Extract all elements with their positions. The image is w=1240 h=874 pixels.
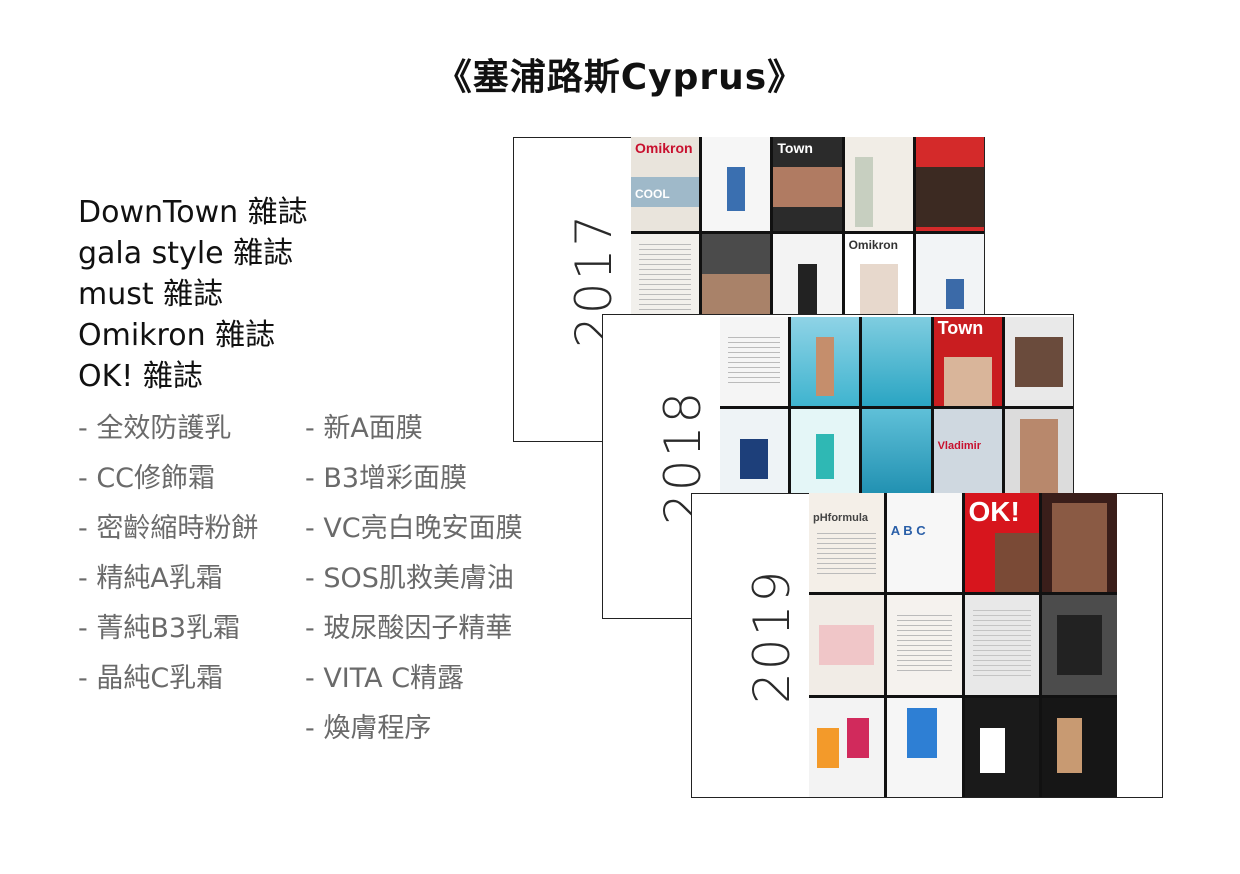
collage-2018: Town Vladimir [720, 317, 1073, 497]
panel-2017: 2017 Omikron COOL Town Omikron [513, 137, 985, 442]
product-item: - VITA C精露 [305, 663, 465, 694]
magazine-page [862, 408, 931, 497]
collage-2019: pHformula A B C OK! [809, 493, 1117, 797]
magazine-cover [702, 233, 771, 327]
collage-2017: Omikron COOL Town Omikron [631, 137, 984, 327]
product-photo [1042, 697, 1117, 797]
magazine-cover: Town [773, 137, 842, 231]
magazine-page [702, 137, 771, 231]
magazine-item: gala style 雜誌 [78, 236, 294, 271]
magazine-cover [915, 137, 984, 231]
magazine-page [862, 317, 931, 406]
magazine-cover: OK! [964, 493, 1040, 593]
page-title: 《塞浦路斯Cyprus》 [435, 57, 805, 98]
product-item: - 玻尿酸因子精華 [305, 613, 513, 644]
magazine-page: pHformula [809, 493, 884, 593]
magazine-cover [1004, 317, 1073, 406]
magazine-item: OK! 雜誌 [78, 359, 203, 394]
magazine-page [886, 595, 962, 695]
panel-2018: 2018 Town Vladimir [602, 314, 1074, 619]
product-item: - CC修飾霜 [78, 463, 216, 494]
magazine-cover: Town [933, 317, 1002, 406]
magazine-page [791, 408, 860, 497]
magazine-page: A B C [886, 493, 962, 593]
magazine-page [791, 317, 860, 406]
magazine-cover: Omikron COOL [631, 137, 700, 231]
magazine-cover [1042, 493, 1117, 593]
product-item: - B3增彩面膜 [305, 463, 468, 494]
magazine-page [844, 137, 913, 231]
product-item: - 密齡縮時粉餅 [78, 513, 259, 544]
magazine-item: Omikron 雜誌 [78, 318, 276, 353]
magazine-page [720, 408, 789, 497]
product-item: - 煥膚程序 [305, 713, 432, 744]
magazine-page [809, 595, 884, 695]
product-item: - SOS肌救美膚油 [305, 563, 514, 594]
product-item: - 晶純C乳霜 [78, 663, 224, 694]
magazine-page [773, 233, 842, 327]
magazine-page [1042, 595, 1117, 695]
product-item: - 精純A乳霜 [78, 563, 223, 594]
product-item: - 全效防護乳 [78, 413, 232, 444]
magazine-page [631, 233, 700, 327]
magazine-page [964, 595, 1040, 695]
product-item: - 新A面膜 [305, 413, 423, 444]
magazine-list: DownTown 雜誌 gala style 雜誌 must 雜誌 Omikro… [78, 192, 308, 397]
product-list-right: - 新A面膜 - B3增彩面膜 - VC亮白晚安面膜 - SOS肌救美膚油 - … [305, 404, 523, 754]
year-label-2019: 2019 [743, 568, 801, 704]
magazine-item: must 雜誌 [78, 277, 224, 312]
panel-2019: 2019 pHformula A B C OK! [691, 493, 1163, 798]
magazine-cover [1004, 408, 1073, 497]
product-item: - VC亮白晚安面膜 [305, 513, 523, 544]
magazine-cover: Omikron [844, 233, 913, 327]
product-list-left: - 全效防護乳 - CC修飾霜 - 密齡縮時粉餅 - 精純A乳霜 - 菁純B3乳… [78, 404, 258, 704]
product-photo [886, 697, 962, 797]
product-photo [809, 697, 884, 797]
magazine-cover: Vladimir [933, 408, 1002, 497]
product-item: - 菁純B3乳霜 [78, 613, 241, 644]
magazine-page [720, 317, 789, 406]
magazine-page [915, 233, 984, 327]
magazine-item: DownTown 雜誌 [78, 195, 308, 230]
product-photo [964, 697, 1040, 797]
